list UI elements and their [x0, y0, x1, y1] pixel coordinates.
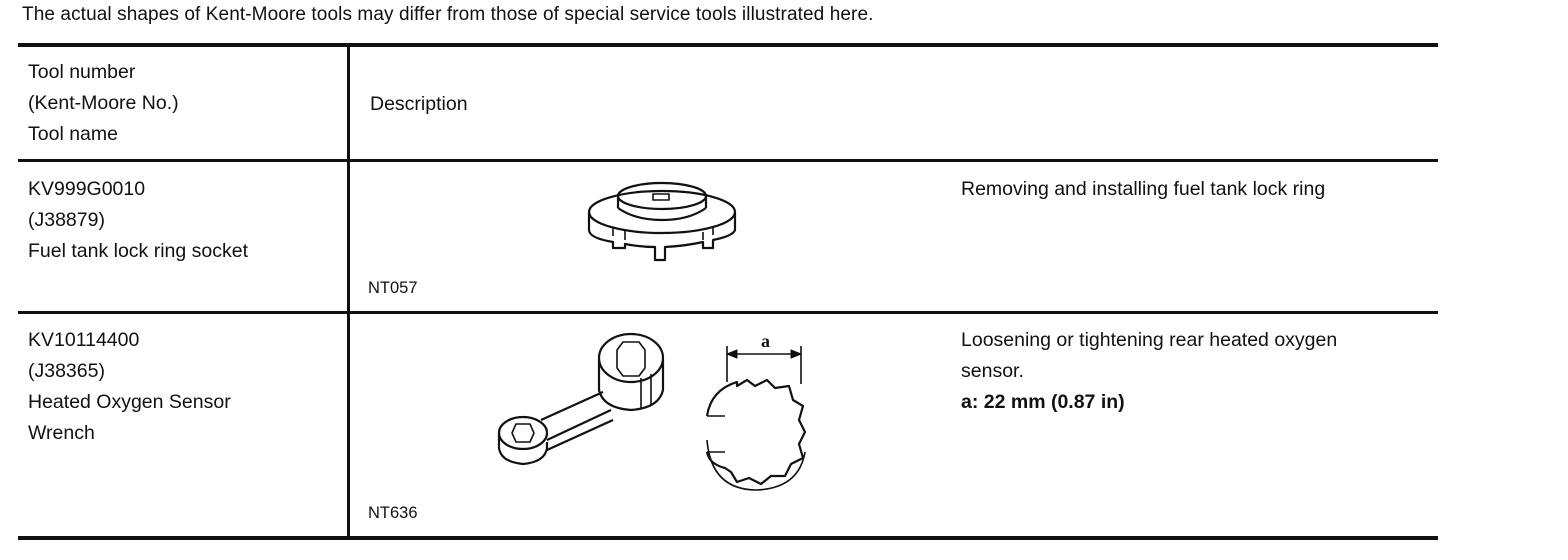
row-divider — [18, 311, 1438, 314]
dimension-label-a: a — [761, 331, 770, 351]
illustration-code: NT057 — [368, 279, 418, 297]
tool-name: Fuel tank lock ring socket — [28, 240, 249, 262]
description-text: Removing and installing fuel tank lock r… — [961, 178, 1326, 200]
kent-moore-number: (J38365) — [28, 360, 105, 382]
header-tool-column: Tool number (Kent-Moore No.) Tool name — [28, 57, 179, 150]
description-cell: Removing and installing fuel tank lock r… — [961, 174, 1325, 205]
description-text: Loosening or tightening rear heated oxyg… — [961, 329, 1338, 351]
tool-cell: KV10114400 (J38365) Heated Oxygen Sensor… — [28, 325, 231, 449]
description-text-continued: sensor. — [961, 360, 1024, 382]
tool-number: KV10114400 — [28, 329, 140, 351]
header-kent-moore-no: (Kent-Moore No.) — [28, 92, 179, 114]
oxygen-sensor-wrench-icon — [497, 332, 807, 491]
column-divider — [347, 43, 350, 540]
table-top-rule — [18, 43, 1438, 47]
lock-ring-socket-icon — [587, 181, 737, 262]
illustration-code: NT636 — [368, 504, 418, 522]
tool-cell: KV999G0010 (J38879) Fuel tank lock ring … — [28, 174, 248, 267]
kent-moore-number: (J38879) — [28, 209, 105, 231]
header-description: Description — [370, 93, 468, 115]
header-tool-number: Tool number — [28, 61, 136, 83]
header-divider — [18, 159, 1438, 162]
disclaimer-note: The actual shapes of Kent-Moore tools ma… — [22, 4, 874, 25]
dimension-spec: a: 22 mm (0.87 in) — [961, 391, 1125, 413]
table-bottom-rule — [18, 536, 1438, 540]
tool-name: Heated Oxygen Sensor — [28, 391, 231, 413]
header-tool-name: Tool name — [28, 123, 118, 145]
tool-name-continued: Wrench — [28, 422, 95, 444]
tool-number: KV999G0010 — [28, 178, 146, 200]
description-cell: Loosening or tightening rear heated oxyg… — [961, 325, 1337, 418]
